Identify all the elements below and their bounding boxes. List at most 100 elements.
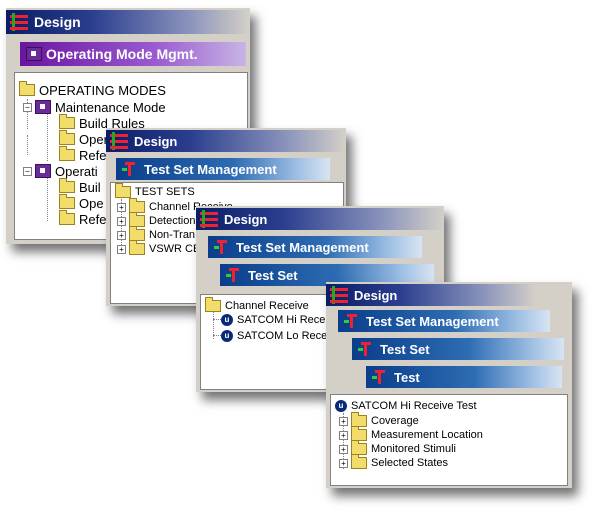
panel2-title: Design [134, 133, 178, 149]
panel1-title: Design [34, 14, 81, 30]
operating-mode-panel: Design Operating Mode Mgmt. OPERATING MO… [6, 8, 250, 244]
panel4-title: Design [354, 287, 398, 303]
test-set-management-header[interactable]: Test Set Management [116, 158, 330, 180]
tree-item-monitored-stimuli[interactable]: + Monitored Stimuli [339, 440, 456, 456]
tree-item-label: SATCOM Hi Recei [237, 314, 328, 326]
tree-item-label: Detection [149, 215, 196, 227]
test-set-icon [226, 267, 242, 283]
tree-item-label: Measurement Location [371, 429, 483, 441]
panel3-title: Design [224, 211, 268, 227]
tree-item-refe-2[interactable]: Refe [59, 210, 107, 227]
operating-mode-header[interactable]: Operating Mode Mgmt. [20, 42, 246, 66]
expand-icon[interactable]: + [117, 216, 126, 226]
folder-open-icon [115, 183, 131, 198]
tree-item-vswr[interactable]: + VSWR CE [117, 240, 201, 256]
expand-icon[interactable]: + [117, 230, 126, 240]
test-set-management-label: Test Set Management [144, 161, 277, 177]
tree-item-label: Refe [79, 211, 107, 227]
tree-item-maintenance-mode[interactable]: − Maintenance Mode [23, 100, 166, 115]
test-icon: u [221, 314, 233, 326]
test-set-management-header[interactable]: Test Set Management [338, 310, 550, 332]
expand-icon[interactable]: + [339, 430, 348, 440]
tree-item-label: Non-Tran [149, 229, 196, 241]
folder-icon [351, 440, 367, 455]
test-set-icon [344, 313, 360, 329]
tree-item-coverage[interactable]: + Coverage [339, 412, 419, 428]
tree-item-label: Selected States [371, 457, 449, 469]
tree-root-label: Channel Receive [225, 300, 309, 312]
tree-item-buil[interactable]: Buil [59, 178, 101, 195]
tree-root-test-sets[interactable]: TEST SETS [115, 183, 195, 199]
tree-item-measurement-location[interactable]: + Measurement Location [339, 426, 483, 442]
panel2-titlebar: Design [106, 130, 346, 152]
folder-icon [129, 240, 145, 255]
tree-item-label: Buil [79, 179, 101, 195]
mode-icon [35, 164, 51, 178]
tree-item-refe[interactable]: Refe [59, 146, 107, 163]
tree-item-satcom-hi[interactable]: u SATCOM Hi Recei [221, 313, 328, 327]
test-set-icon [122, 161, 138, 177]
test-set-label: Test Set [248, 267, 298, 283]
folder-open-icon [19, 81, 35, 96]
tree-item-label: Ope [79, 195, 104, 211]
folder-icon [59, 194, 75, 209]
tree-item-ope[interactable]: Ope [59, 194, 104, 211]
tree-item-label: Refe [79, 147, 107, 163]
folder-icon [129, 226, 145, 241]
tree-item-label: SATCOM Lo Rece [237, 330, 328, 342]
tree-item-label: Coverage [371, 415, 419, 427]
operating-mode-header-label: Operating Mode Mgmt. [46, 46, 198, 62]
panel1-titlebar: Design [6, 10, 250, 34]
expand-icon[interactable]: + [339, 458, 348, 468]
folder-icon [351, 454, 367, 469]
test-set-icon [214, 239, 230, 255]
design-app-icon [110, 132, 128, 150]
test-set-header[interactable]: Test Set [352, 338, 564, 360]
expand-icon[interactable]: + [117, 202, 126, 212]
tree-item-operati[interactable]: − Operati [23, 164, 98, 179]
expand-icon[interactable]: + [339, 444, 348, 454]
folder-icon [129, 198, 145, 213]
mode-icon [35, 100, 51, 114]
tree-root-operating-modes[interactable]: OPERATING MODES [19, 81, 166, 98]
test-set-header[interactable]: Test Set [220, 264, 434, 286]
folder-icon [59, 130, 75, 145]
test-label: Test [394, 369, 420, 385]
folder-icon [59, 178, 75, 193]
test-icon: u [335, 400, 347, 412]
folder-icon [59, 146, 75, 161]
test-icon-header [372, 369, 388, 385]
tree-root-channel-receive[interactable]: Channel Receive [205, 297, 309, 313]
test-set-management-header[interactable]: Test Set Management [208, 236, 422, 258]
mode-icon [26, 47, 42, 61]
folder-icon [351, 412, 367, 427]
tree-item-build-rules[interactable]: Build Rules [59, 114, 145, 131]
test-set-icon [358, 341, 374, 357]
tree-item-label: Monitored Stimuli [371, 443, 456, 455]
tree-root-satcom-hi-receive-test[interactable]: u SATCOM Hi Receive Test [335, 399, 477, 413]
test-set-label: Test Set [380, 341, 430, 357]
tree-root-label: OPERATING MODES [39, 82, 166, 98]
tree-item-selected-states[interactable]: + Selected States [339, 454, 449, 470]
folder-icon [129, 212, 145, 227]
design-app-icon [330, 286, 348, 304]
tree-root-label: TEST SETS [135, 186, 195, 198]
satcom-test-tree[interactable]: u SATCOM Hi Receive Test + Coverage + Me… [330, 394, 568, 486]
tree-item-detection[interactable]: + Detection [117, 212, 196, 228]
expand-icon[interactable]: + [339, 416, 348, 426]
expand-icon[interactable]: + [117, 244, 126, 254]
panel4-titlebar: Design [326, 284, 536, 306]
tree-item-non-tran[interactable]: + Non-Tran [117, 226, 196, 242]
tree-item-satcom-lo[interactable]: u SATCOM Lo Rece [221, 329, 327, 343]
test-header[interactable]: Test [366, 366, 562, 388]
design-app-icon [10, 13, 28, 31]
folder-icon [59, 210, 75, 225]
folder-icon [351, 426, 367, 441]
collapse-icon[interactable]: − [23, 166, 32, 176]
panel3-titlebar: Design [196, 208, 444, 230]
tree-item-label: Build Rules [79, 115, 145, 131]
folder-icon [59, 114, 75, 129]
tree-item-label: VSWR CE [149, 243, 201, 255]
design-app-icon [200, 210, 218, 228]
collapse-icon[interactable]: − [23, 102, 32, 112]
